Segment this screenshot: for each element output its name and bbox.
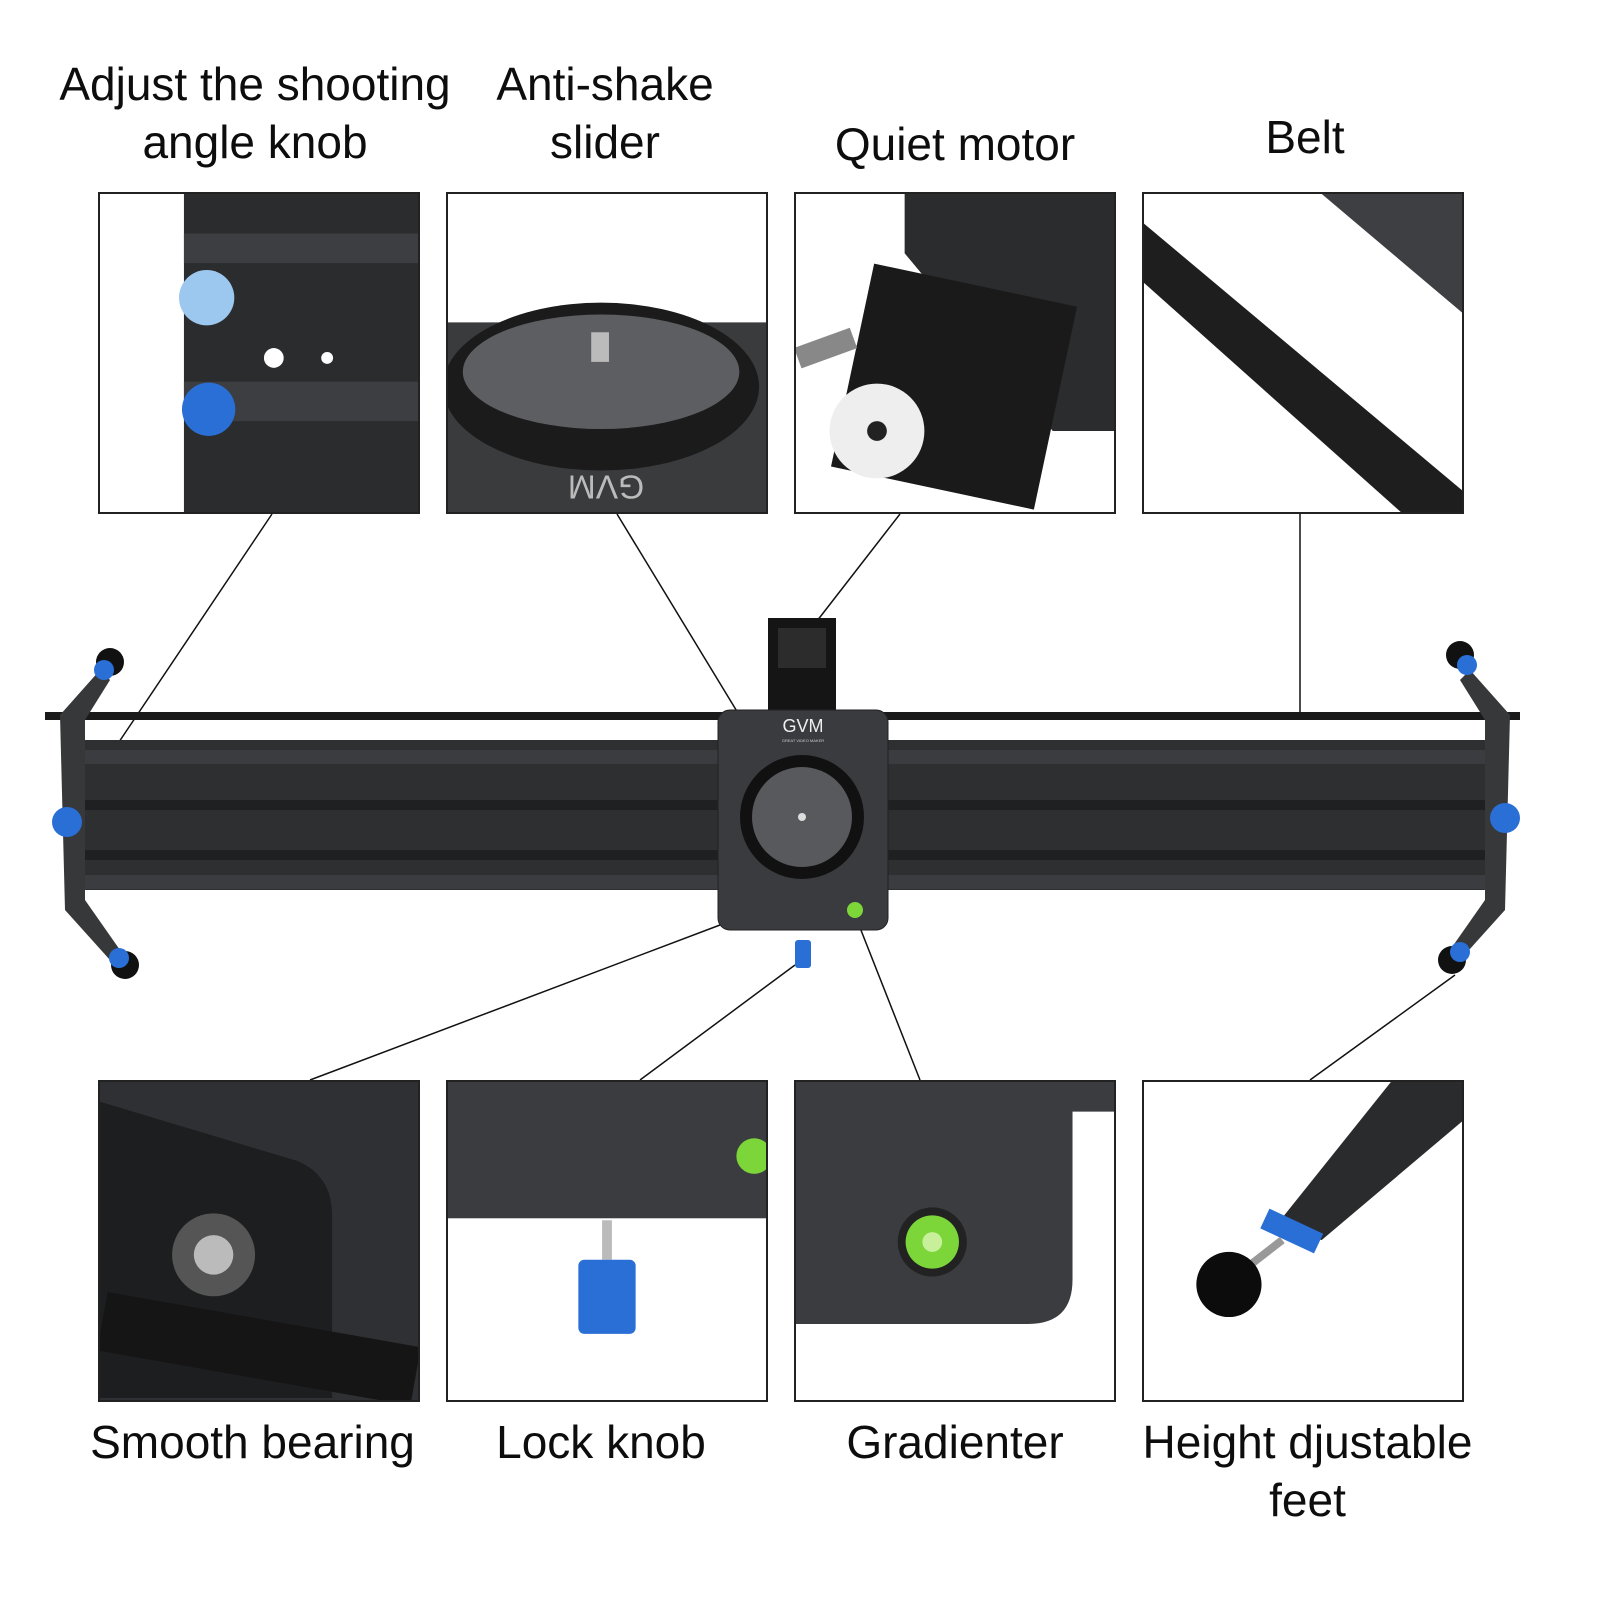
label-anti-shake-slider: Anti-shake slider: [496, 58, 714, 168]
detail-anti-shake-slider: GVM: [446, 192, 768, 514]
detail-height-adjustable-feet: [1142, 1080, 1464, 1402]
angle-knob-right: [1490, 803, 1520, 833]
label-belt: Belt: [1265, 111, 1345, 163]
label-lock-knob: Lock knob: [496, 1416, 706, 1468]
level-bubble: [847, 902, 863, 918]
detail-gradienter: [794, 1080, 1116, 1402]
lock-knob: [795, 940, 811, 968]
callout-line-lock: [639, 964, 796, 1081]
motor: [768, 618, 836, 713]
detail-quiet-motor: [794, 192, 1116, 514]
detail-belt: [1142, 192, 1464, 514]
label-gradienter: Gradienter: [846, 1416, 1064, 1468]
logo-brand: GVM: [782, 716, 823, 736]
detail-smooth-bearing: [98, 1080, 420, 1402]
label-smooth-bearing: Smooth bearing: [90, 1416, 415, 1468]
callout-line-motor: [809, 513, 901, 631]
feet: [52, 641, 1520, 979]
label-height-adjustable-feet: Height djustable feet: [1142, 1416, 1473, 1526]
logo-tagline: GREAT VIDEO MAKER: [782, 738, 824, 743]
carriage: GVM GREAT VIDEO MAKER: [717, 709, 889, 968]
label-angle-knob: Adjust the shooting angle knob: [59, 58, 451, 168]
callout-line-level: [854, 914, 921, 1081]
callout-line-bearing: [309, 924, 721, 1081]
svg-text:GVM: GVM: [568, 467, 644, 504]
label-quiet-motor: Quiet motor: [834, 118, 1076, 170]
detail-lock-knob: [446, 1080, 768, 1402]
angle-knob-left: [52, 807, 82, 837]
callout-line-feet: [1309, 974, 1456, 1081]
detail-angle-knob: [98, 192, 420, 514]
